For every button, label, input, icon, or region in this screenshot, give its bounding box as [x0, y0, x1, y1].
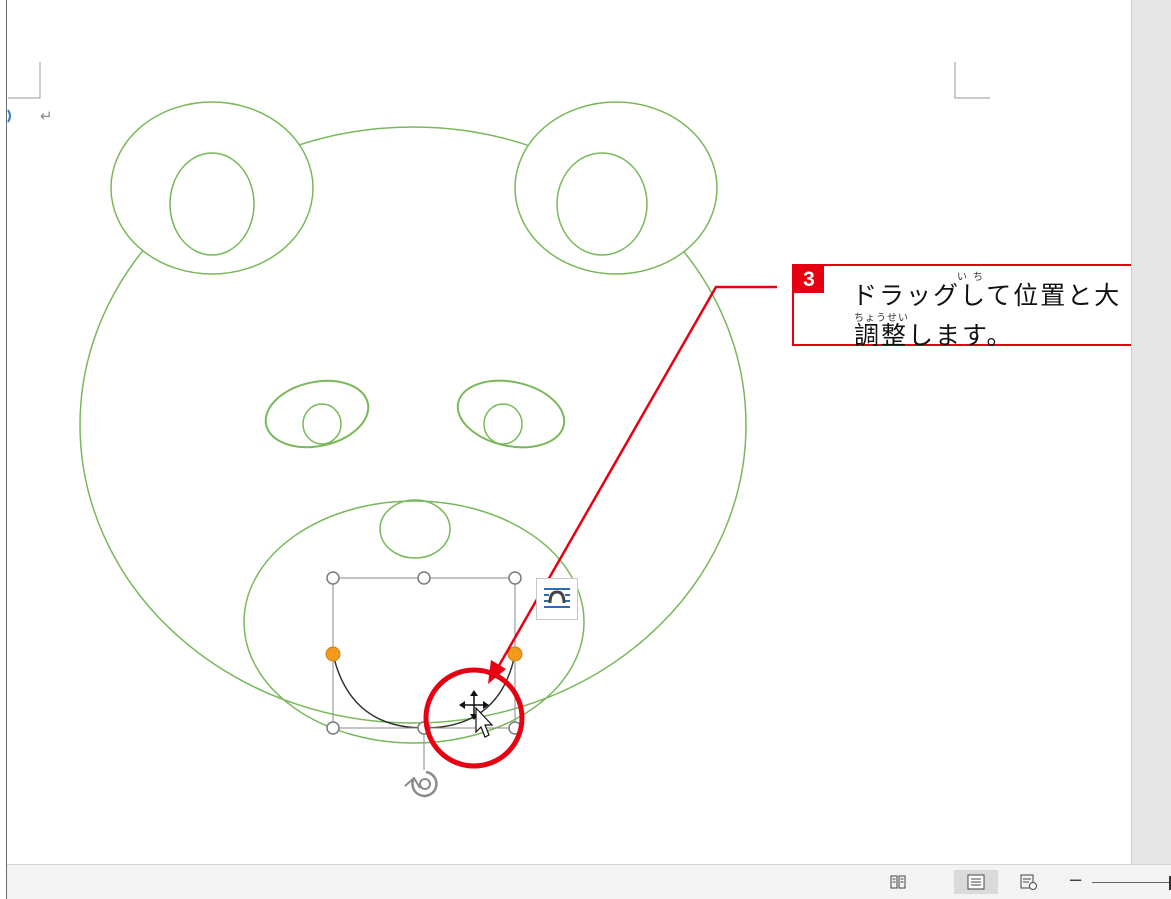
web-layout-button[interactable]: [1016, 870, 1042, 894]
nose-shape[interactable]: [379, 499, 451, 559]
adjust-handle-right[interactable]: [507, 646, 523, 662]
margin-mark-left: [8, 62, 41, 99]
instruction-callout: 3 いち おお ドラッグして位置と大 ちょうせい 調整します。: [792, 264, 1171, 350]
margin-mark-right: [954, 62, 990, 99]
web-layout-icon: [1020, 874, 1037, 890]
ruby-chousei: ちょうせい: [854, 313, 909, 324]
highlight-circle: [423, 667, 525, 769]
zoom-slider-track[interactable]: [1092, 882, 1171, 883]
left-pupil-shape[interactable]: [302, 403, 342, 445]
left-eye-shape[interactable]: [259, 372, 374, 456]
callout-leader-line: [491, 285, 777, 677]
resize-handle-top-right[interactable]: [508, 571, 522, 585]
ruby-ichi: いち: [957, 272, 989, 283]
print-layout-icon: [967, 874, 985, 890]
adjust-handle-left[interactable]: [325, 646, 341, 662]
status-bar: −: [6, 864, 1171, 899]
layout-options-button[interactable]: [536, 578, 578, 620]
resize-handle-bottom-left[interactable]: [326, 721, 340, 735]
read-mode-icon: [890, 875, 906, 889]
zoom-slider-thumb[interactable]: [1169, 876, 1171, 890]
rotate-handle-icon[interactable]: [404, 770, 438, 798]
move-cursor-icon: [459, 690, 494, 738]
bear-face-shape[interactable]: [79, 126, 747, 724]
muzzle-shape[interactable]: [243, 500, 585, 744]
paragraph-mark: ↵: [40, 107, 53, 125]
callout-text-line1: ドラッグして位置と大: [852, 281, 1122, 310]
vertical-scroll-area[interactable]: [1131, 0, 1171, 864]
right-ear-outer-shape[interactable]: [514, 101, 718, 275]
step-number-badge: 3: [794, 266, 824, 293]
resize-handle-top[interactable]: [417, 571, 431, 585]
callout-arrow-head: [488, 660, 506, 684]
layout-options-icon: [544, 588, 570, 608]
right-pupil-shape[interactable]: [483, 403, 523, 445]
anchor-fragment: [7, 109, 11, 123]
left-ear-outer-shape[interactable]: [110, 101, 314, 275]
zoom-out-button[interactable]: −: [1068, 870, 1084, 891]
right-ear-inner-shape[interactable]: [556, 152, 648, 256]
callout-text-line2: 調整します。: [854, 321, 1014, 350]
left-ear-inner-shape[interactable]: [169, 152, 255, 256]
right-eye-shape[interactable]: [452, 371, 571, 456]
print-layout-button[interactable]: [954, 870, 998, 894]
resize-handle-top-left[interactable]: [326, 571, 340, 585]
read-mode-button[interactable]: [885, 870, 911, 894]
